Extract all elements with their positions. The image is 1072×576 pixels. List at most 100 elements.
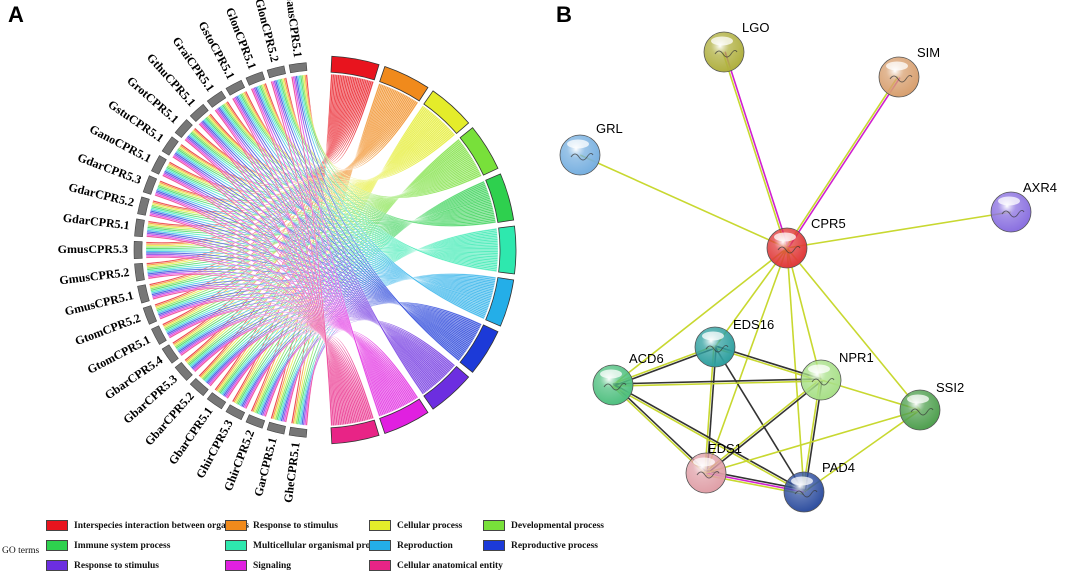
- legend-item: Interspecies interaction between organis…: [46, 520, 249, 533]
- gene-arc: [151, 325, 167, 345]
- network-edge: [612, 247, 788, 386]
- go-term-arc: [423, 90, 470, 135]
- legend-label: Reproduction: [397, 541, 453, 551]
- network-edge: [714, 346, 805, 493]
- node-highlight: [907, 394, 929, 404]
- network-edge: [705, 247, 788, 474]
- chord-ribbons: [145, 74, 499, 426]
- gene-arc: [137, 284, 150, 304]
- network-edge: [705, 409, 921, 474]
- gene-arc: [161, 344, 179, 364]
- node-structure: [570, 152, 594, 161]
- gene-arc: [161, 136, 179, 156]
- node-structure: [777, 245, 801, 254]
- node-highlight: [808, 364, 830, 374]
- legend-item: Reproductive process: [483, 540, 598, 553]
- network-edge: [786, 211, 1012, 249]
- legend-item: Reproduction: [369, 540, 453, 553]
- network-edge: [724, 51, 789, 248]
- node-label: EDS16: [733, 317, 774, 332]
- gene-arc: [174, 119, 193, 139]
- node-label: PAD4: [822, 460, 855, 475]
- legend-label: Cellular process: [397, 521, 463, 531]
- legend-swatch: [46, 560, 68, 572]
- gene-arc: [206, 90, 227, 108]
- gene-arc: [134, 262, 145, 282]
- node-highlight: [791, 476, 813, 486]
- network-node-pad4[interactable]: PAD4: [783, 460, 855, 513]
- gene-arc: [225, 404, 246, 421]
- network-edge: [704, 378, 821, 473]
- network-edge: [722, 52, 787, 249]
- legend-swatch: [46, 540, 68, 552]
- gene-arc: [288, 62, 308, 74]
- network-edge: [787, 77, 901, 250]
- legend-label: Interspecies interaction between organis…: [74, 521, 249, 531]
- network-edge: [613, 380, 822, 387]
- legend-label: Signaling: [253, 561, 292, 571]
- go-term-arc: [330, 55, 380, 81]
- gene-arc: [137, 196, 150, 216]
- legend-swatch: [369, 540, 391, 552]
- gene-arc: [189, 378, 209, 397]
- legend-swatch: [369, 560, 391, 572]
- legend-label: Developmental process: [511, 521, 604, 531]
- gene-arc: [245, 71, 266, 86]
- network-edge: [786, 247, 805, 493]
- network-node-eds16[interactable]: EDS16: [694, 317, 774, 368]
- node-label: GRL: [596, 121, 623, 136]
- gene-arc: [151, 155, 167, 175]
- panel-a-label: A: [8, 2, 24, 27]
- go-term-arc: [379, 65, 429, 102]
- network-edge: [786, 247, 921, 411]
- node-label: SSI2: [936, 380, 964, 395]
- gene-arc: [134, 218, 145, 238]
- gene-arc: [225, 79, 246, 96]
- gene-arc: [142, 175, 158, 195]
- legend-swatch: [483, 520, 505, 532]
- network-node-ssi2[interactable]: SSI2: [899, 380, 964, 431]
- go-legend: GO terms Interspecies interaction betwee…: [0, 514, 640, 576]
- legend-item: Response to stimulus: [225, 520, 338, 533]
- network-edge: [785, 75, 899, 248]
- network-node-axr4[interactable]: AXR4: [990, 180, 1057, 233]
- node-structure: [714, 49, 738, 58]
- node-structure: [603, 382, 627, 391]
- legend-label: Cellular anatomical entity: [397, 561, 503, 571]
- node-label: LGO: [742, 20, 769, 35]
- legend-swatch: [225, 540, 247, 552]
- node-label: ACD6: [629, 351, 664, 366]
- node-label: SIM: [917, 45, 940, 60]
- gene-arc: [142, 305, 158, 325]
- network-node-npr1[interactable]: NPR1: [800, 350, 874, 401]
- gene-arc: [206, 392, 227, 410]
- legend-swatch: [483, 540, 505, 552]
- network-node-sim[interactable]: SIM: [878, 45, 940, 98]
- network-node-grl[interactable]: GRL: [559, 121, 623, 176]
- node-highlight: [998, 196, 1020, 206]
- network-node-lgo[interactable]: LGO: [703, 20, 769, 73]
- node-structure: [811, 377, 835, 386]
- legend-swatch: [225, 520, 247, 532]
- network-node-acd6[interactable]: ACD6: [592, 351, 664, 406]
- gene-arc: [266, 65, 286, 79]
- node-highlight: [886, 61, 908, 71]
- node-structure: [794, 489, 818, 498]
- node-highlight: [702, 331, 724, 341]
- node-structure: [696, 470, 720, 479]
- go-term-arc: [459, 127, 499, 176]
- legend-swatch: [46, 520, 68, 532]
- legend-label: Reproductive process: [511, 541, 598, 551]
- network-edge: [704, 346, 715, 473]
- node-highlight: [693, 457, 715, 467]
- go-term-arc: [485, 277, 515, 327]
- gene-arc: [288, 426, 308, 438]
- network-node-eds1[interactable]: EDS1: [685, 441, 742, 494]
- legend-title: GO terms: [2, 546, 40, 556]
- network-node-cpr5[interactable]: CPR5: [766, 216, 846, 269]
- gene-arc: [189, 103, 209, 122]
- network-edge: [613, 383, 805, 492]
- network-edge: [612, 385, 804, 494]
